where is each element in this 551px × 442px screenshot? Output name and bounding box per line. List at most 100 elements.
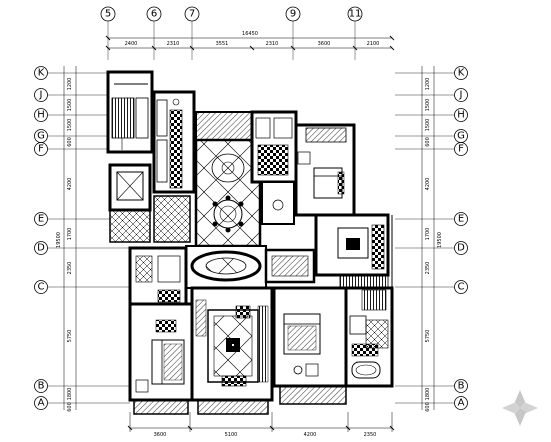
watermark [502,390,538,426]
dining-hall [194,138,262,248]
axis-label-B-left: B [38,381,45,392]
axis-marker-5: 5 [100,6,116,22]
top-dim-6: 2100 [367,41,380,47]
axis-label-H-right: H [457,110,465,121]
right-dim-5: 4200 [425,178,431,191]
upper-right-bedroom [261,123,356,225]
left-dim-8: 5750 [67,330,73,343]
axis-label-B-right: B [458,381,465,392]
axis-marker-A-right: A [454,396,468,410]
right-service-block [314,213,390,289]
axis-marker-B-left: B [34,379,48,393]
axis-marker-G-right: G [454,129,468,143]
floor-plan-body [106,70,394,415]
axis-label-G-right: G [457,131,465,142]
axis-label-A-right: A [458,398,465,409]
left-dim-3: 1500 [67,119,73,132]
right-dim-8: 5750 [425,330,431,343]
axis-marker-A-left: A [34,396,48,410]
left-total-dim: 19500 [56,232,62,248]
axis-marker-D-left: D [34,241,48,255]
axis-marker-7: 7 [184,6,200,22]
axis-label-9: 9 [290,9,296,20]
axis-label-11: 11 [349,9,362,20]
living-room [190,286,274,415]
axis-label-G-left: G [37,131,45,142]
axis-label-D-right: D [457,243,465,254]
right-dim-3: 1500 [425,119,431,132]
bottom-dim-3: 4200 [304,432,317,438]
left-dim-4: 600 [67,137,73,147]
right-dim-2: 1500 [425,99,431,112]
right-dim-9: 1800 [425,388,431,401]
right-total-dim: 19500 [437,232,443,248]
left-dim-10: 600 [67,402,73,412]
axis-label-J-right: J [459,90,463,101]
right-dim-4: 600 [425,137,431,147]
top-dim-3: 3551 [216,41,229,47]
vestibule [185,245,316,289]
right-dim-10: 600 [425,402,431,412]
axis-marker-B-right: B [454,379,468,393]
right-dim-1: 1200 [425,78,431,91]
axis-label-E-left: E [38,214,44,225]
axis-marker-F-left: F [34,142,48,156]
axis-label-F-left: F [38,144,44,155]
left-axis-markers: K J H G F E D C B A [34,66,130,410]
service-strip [152,90,196,243]
top-dimension-chain [105,35,395,51]
left-dims: 1200 1500 1500 600 4200 1700 2350 5750 1… [56,78,73,412]
axis-label-K-right: K [458,68,465,79]
axis-marker-9: 9 [285,6,301,22]
left-dim-5: 4200 [67,178,73,191]
left-dim-6: 1700 [67,228,73,241]
axis-label-6: 6 [151,9,157,20]
left-wing [128,246,188,306]
bottom-left-bedroom [128,302,194,415]
axis-label-A-left: A [38,398,45,409]
left-dim-2: 1500 [67,99,73,112]
axis-marker-H-right: H [454,108,468,122]
axis-label-7: 7 [189,9,195,20]
axis-label-D-left: D [37,243,45,254]
right-dim-6: 1700 [425,228,431,241]
bottom-dims: 3600 5100 4200 2350 [154,432,377,438]
top-band [195,110,298,184]
axis-marker-C-left: C [34,280,48,294]
axis-marker-E-right: E [454,212,468,226]
axis-marker-6: 6 [146,6,162,22]
axis-marker-K-right: K [454,66,468,80]
axis-label-E-right: E [458,214,464,225]
top-total-dim: 16450 [242,31,258,37]
top-dim-4: 2310 [266,41,279,47]
bottom-dim-4: 2350 [364,432,377,438]
axis-marker-J-right: J [454,88,468,102]
axis-label-C-right: C [458,282,465,293]
axis-marker-G-left: G [34,129,48,143]
bottom-dim-1: 3600 [154,432,167,438]
axis-marker-F-right: F [454,142,468,156]
axis-marker-K-left: K [34,66,48,80]
axis-marker-H-left: H [34,108,48,122]
axis-marker-J-left: J [34,88,48,102]
bottom-dimension-chain [127,412,395,432]
left-dim-1: 1200 [67,78,73,91]
right-axis-markers: K J H G F E D C B A [395,66,468,410]
left-dim-7: 2350 [67,262,73,275]
elevator-lobby [108,163,152,243]
ensuite-bathroom [344,286,394,388]
stair-core [106,70,154,154]
axis-label-J-left: J [39,90,43,101]
axis-label-H-left: H [37,110,45,121]
top-dim-5: 3600 [318,41,331,47]
axis-marker-11: 11 [347,6,363,22]
axis-label-K-left: K [38,68,45,79]
axis-label-5: 5 [105,9,111,20]
watermark-logo-icon [502,390,538,426]
right-dims: 1200 1500 1500 600 4200 1700 2350 5750 1… [425,78,443,412]
axis-marker-C-right: C [454,280,468,294]
axis-label-F-right: F [458,144,464,155]
top-axis-markers: 5 6 7 9 11 [100,6,363,60]
left-dim-9: 1800 [67,388,73,401]
